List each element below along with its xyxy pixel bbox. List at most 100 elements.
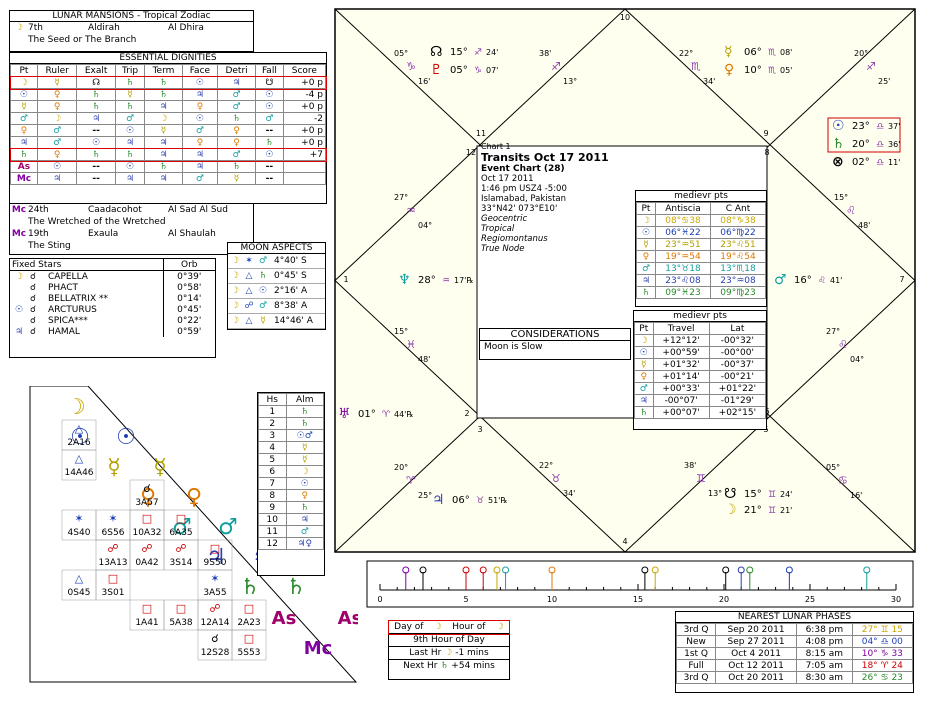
table-cell: 23°♒08 bbox=[710, 274, 766, 287]
mansion-number: The Wretched of the Wretched bbox=[28, 217, 166, 227]
dignity-cell: ♀ bbox=[181, 100, 219, 113]
cusp-minute: 13° bbox=[563, 77, 577, 86]
chart-label: Chart 1 bbox=[481, 142, 511, 151]
planet-icon: ☽ bbox=[724, 502, 737, 518]
lunar-phase-cell: New bbox=[675, 635, 717, 648]
planet-icon: ♂ bbox=[774, 272, 787, 288]
strip-marker-icon bbox=[641, 566, 649, 574]
conjunction-icon: ☌ bbox=[30, 282, 37, 293]
strip-marker-icon bbox=[479, 566, 487, 574]
header-cell: Exalt bbox=[76, 64, 116, 77]
aspect-orb: 0°45' S bbox=[274, 271, 307, 281]
planet-minute: 44'℞ bbox=[394, 410, 414, 419]
dignity-cell: ☋ bbox=[255, 76, 284, 89]
planet-sign-icon: ♒ bbox=[442, 276, 450, 286]
almuten-row: 3☉♂ bbox=[258, 429, 324, 442]
aspect-glyph: △ bbox=[245, 316, 253, 326]
dignity-cell: ♂ bbox=[36, 124, 78, 137]
planet-icon: ☋ bbox=[724, 486, 736, 502]
aspect-orb: 5S53 bbox=[238, 648, 261, 658]
chart-info-italic: True Node bbox=[481, 244, 525, 254]
almuten-planet: ☿ bbox=[285, 453, 324, 466]
cusp-minute: 13° bbox=[708, 489, 722, 498]
table-cell: 08°♋38 bbox=[654, 214, 712, 227]
house-number: 8 bbox=[258, 489, 287, 502]
cusp-degree: 05° bbox=[394, 49, 408, 58]
aspect-orb: 10A32 bbox=[132, 528, 161, 538]
aspect-glyph: ☽ bbox=[230, 286, 240, 296]
dignity-cell: ☿ bbox=[144, 124, 183, 137]
dignity-cell: -- bbox=[255, 160, 284, 173]
star-orb: 0°58' bbox=[162, 282, 215, 293]
house-number: 3 bbox=[477, 425, 482, 434]
last-hour-value: -1 mins bbox=[455, 648, 489, 658]
almuten-row: 12♃♀ bbox=[258, 537, 324, 550]
aspect-orb: 3A57 bbox=[135, 498, 158, 508]
star-planet-icon bbox=[10, 282, 28, 293]
dignity-cell: ♀ bbox=[36, 88, 78, 101]
aspect-orb: 6S56 bbox=[102, 528, 125, 538]
header-cell: Ruler bbox=[36, 64, 78, 77]
almuten-row: 5☿ bbox=[258, 453, 324, 466]
dignity-cell: ☉ bbox=[181, 112, 219, 125]
table-cell: 09°♍23 bbox=[710, 286, 766, 299]
lunar-phase-cell: 6:38 pm bbox=[796, 623, 853, 636]
star-orb: 0°39' bbox=[162, 270, 215, 282]
aspect-glyph: □ bbox=[210, 542, 220, 555]
lunar-phase-cell: Oct 12 2011 bbox=[715, 659, 798, 672]
cusp-degree: 38' bbox=[684, 461, 696, 470]
lunar-phase-cell: Sep 27 2011 bbox=[715, 635, 798, 648]
aspect-glyph: ☍ bbox=[141, 542, 152, 555]
chart-subtitle: Event Chart (28) bbox=[481, 164, 565, 174]
lunar-phase-cell: 18° ♈ 24 bbox=[851, 659, 914, 672]
star-name: CAPELLA bbox=[48, 271, 88, 282]
house-number: 1 bbox=[343, 275, 348, 284]
planet-minute: 05' bbox=[780, 66, 792, 75]
aspect-glyph: ☽ bbox=[230, 271, 240, 281]
aspect-glyph: □ bbox=[142, 602, 152, 615]
table-cell: -00°37' bbox=[708, 358, 767, 371]
aspect-orb: 12A14 bbox=[200, 618, 229, 628]
dignity-cell: ☿ bbox=[36, 76, 78, 89]
cusp-sign-icon: ♉ bbox=[551, 472, 561, 485]
lunar-phase-cell: 4:08 pm bbox=[796, 635, 853, 648]
table-row: ♂+00°33'+01°22' bbox=[634, 382, 767, 395]
almuten-row: 10♃ bbox=[258, 513, 324, 526]
dignity-cell: ♂ bbox=[255, 112, 284, 125]
house-number: 4 bbox=[258, 441, 287, 454]
grid-planet-icon-right: ☉ bbox=[116, 425, 136, 450]
house-number: 7 bbox=[258, 477, 287, 490]
planet-sign-icon: ♉ bbox=[476, 496, 484, 506]
strip-label: 20 bbox=[719, 595, 729, 604]
cusp-sign-icon: ♐ bbox=[551, 60, 561, 73]
star-orb: 0°45' bbox=[162, 304, 215, 315]
dignity-cell bbox=[282, 172, 327, 185]
almuten-planet: ☉ bbox=[285, 477, 324, 490]
cusp-minute: 16' bbox=[850, 491, 862, 500]
star-name: PHACT bbox=[48, 282, 78, 293]
house-number: 12 bbox=[466, 148, 476, 157]
table-cell: ♃ bbox=[636, 274, 656, 287]
aspect-glyph: ☉ bbox=[258, 286, 268, 296]
aspect-glyph: ♂ bbox=[258, 301, 268, 311]
grid-planet-icon: As bbox=[272, 608, 297, 629]
strip-marker-icon bbox=[785, 566, 793, 574]
almuten-row: 9♄ bbox=[258, 501, 324, 514]
table-row: ♄+00°07'+02°15' bbox=[634, 406, 767, 419]
grid-cell bbox=[231, 629, 267, 661]
cusp-sign-icon: ♊ bbox=[696, 472, 706, 485]
table-cell: ☽ bbox=[634, 334, 654, 347]
house-number: 9 bbox=[763, 129, 768, 138]
dignity-cell: ☉ bbox=[76, 136, 116, 149]
last-hour-label: Last Hr bbox=[409, 648, 442, 658]
dignity-cell bbox=[282, 160, 327, 173]
dignity-row: ♄♀♄♄♃♃♂☉+7 bbox=[9, 147, 327, 162]
